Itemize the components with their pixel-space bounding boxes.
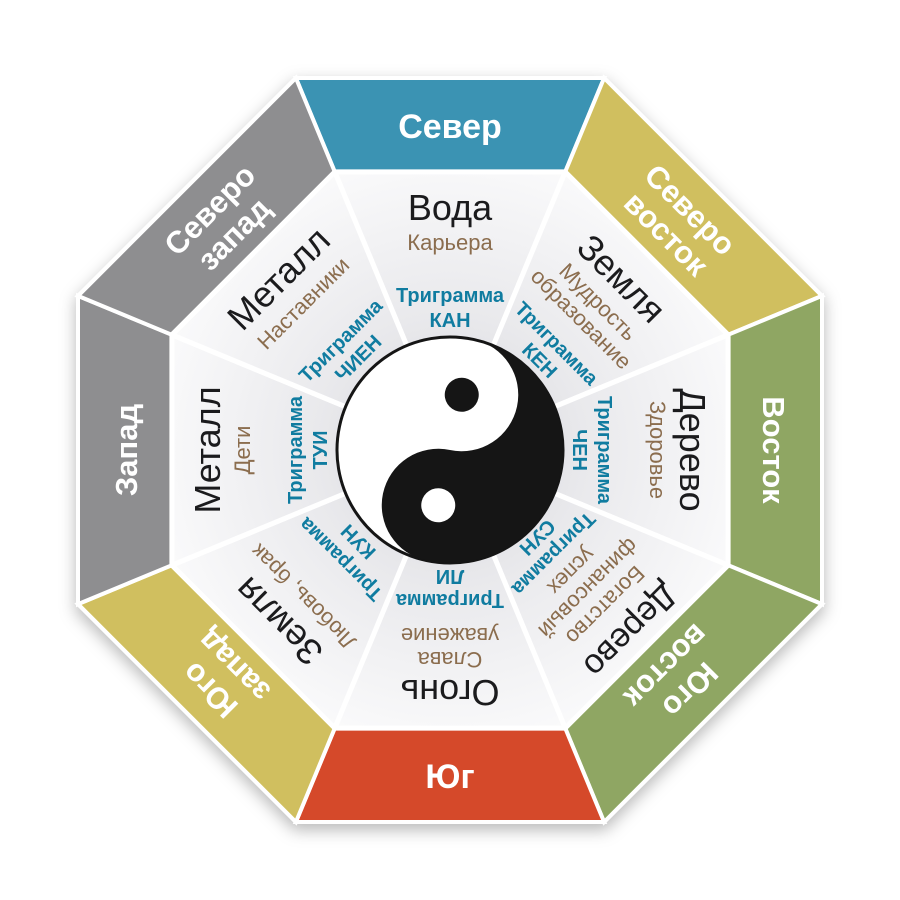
sector-west-trigram-name: ТУИ — [310, 430, 332, 469]
sector-south: Огонь Слава уважение Триграмма ЛИ — [395, 565, 504, 713]
sector-south-element: Огонь — [401, 672, 500, 713]
sector-west-trigram-word: Триграмма — [285, 395, 307, 504]
direction-west-label: Запад — [109, 404, 144, 497]
sector-west-aspect: Дети — [230, 426, 255, 475]
sector-east-element: Дерево — [672, 388, 713, 511]
sector-west: Металл Дети Триграмма ТУИ — [187, 386, 332, 513]
yin-yang-symbol — [335, 335, 565, 565]
sector-south-trigram-word: Триграмма — [395, 589, 504, 611]
yin-yang-dark-dot — [444, 377, 479, 412]
sector-north-trigram-word: Триграмма — [396, 285, 505, 307]
direction-east-label: Восток — [756, 396, 791, 504]
sector-south-aspect-1: Слава — [417, 647, 482, 672]
sector-west-element: Металл — [187, 386, 228, 513]
octagon — [74, 74, 826, 826]
sector-south-aspect-2: уважение — [401, 623, 499, 648]
sector-south-trigram-name: ЛИ — [436, 565, 464, 587]
sector-north-trigram-name: КАН — [429, 310, 470, 332]
sector-east-trigram-word: Триграмма — [593, 396, 615, 505]
sector-north-element: Вода — [408, 187, 493, 228]
yin-yang-light-dot — [421, 488, 456, 523]
sector-north-aspect: Карьера — [407, 230, 493, 255]
direction-north-label: Север — [398, 108, 502, 146]
sector-east-trigram-name: ЧЕН — [568, 429, 590, 471]
direction-south-label: Юг — [425, 758, 474, 796]
sector-east: Дерево Здоровье Триграмма ЧЕН — [568, 388, 713, 511]
sector-east-aspect: Здоровье — [645, 401, 670, 499]
sector-north: Вода Карьера Триграмма КАН — [396, 187, 505, 332]
